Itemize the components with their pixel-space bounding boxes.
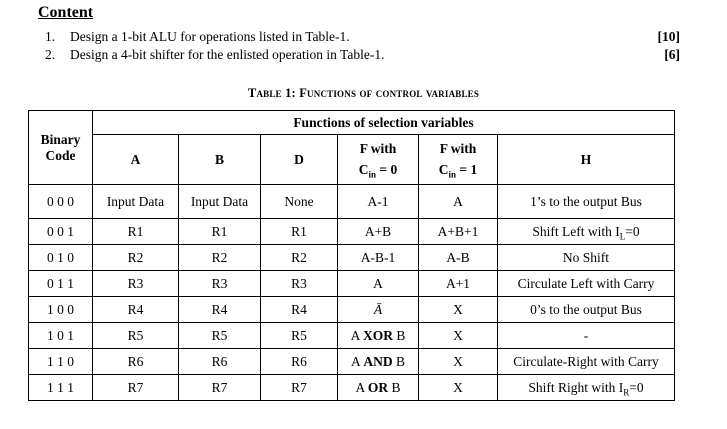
cell-binary-code: 0 1 0 bbox=[28, 244, 93, 271]
cell-f-cin0: A-B-1 bbox=[337, 244, 419, 271]
cell-h: Circulate-Right with Carry bbox=[497, 348, 675, 375]
cell-d: R3 bbox=[260, 270, 338, 297]
cell-b: Input Data bbox=[178, 184, 261, 219]
cell-a: R2 bbox=[92, 244, 179, 271]
cell-binary-code: 1 1 1 bbox=[28, 374, 93, 401]
cell-h: 1’s to the output Bus bbox=[497, 184, 675, 219]
item-marks: [6] bbox=[664, 46, 680, 62]
cell-d: None bbox=[260, 184, 338, 219]
cell-b: R2 bbox=[178, 244, 261, 271]
col-header-h: H bbox=[497, 134, 675, 185]
cell-f-cin0: Ā bbox=[337, 296, 419, 323]
cell-f-cin0: A AND B bbox=[337, 348, 419, 375]
table-row: 0 1 1 R3 R3 R3 A A+1 Circulate Left with… bbox=[28, 270, 675, 297]
cell-binary-code: 1 0 0 bbox=[28, 296, 93, 323]
cell-f-cin1: A+1 bbox=[418, 270, 498, 297]
cell-h: - bbox=[497, 322, 675, 349]
cell-b: R6 bbox=[178, 348, 261, 375]
item-number: 2. bbox=[45, 46, 56, 62]
cell-h: Circulate Left with Carry bbox=[497, 270, 675, 297]
cell-a: R7 bbox=[92, 374, 179, 401]
table-row: 1 1 1 R7 R7 R7 A OR B X Shift Right with… bbox=[28, 374, 675, 401]
cell-b: R4 bbox=[178, 296, 261, 323]
cell-a: R5 bbox=[92, 322, 179, 349]
cell-a: R3 bbox=[92, 270, 179, 297]
cell-f-cin1: X bbox=[418, 322, 498, 349]
cell-b: R3 bbox=[178, 270, 261, 297]
content-heading: Content bbox=[38, 4, 94, 21]
cell-binary-code: 0 0 0 bbox=[28, 184, 93, 219]
col-header-group: Functions of selection variables bbox=[92, 110, 675, 135]
cell-h: Shift Right with IR=0 bbox=[497, 374, 675, 401]
cell-d: R4 bbox=[260, 296, 338, 323]
table-row: 0 0 0 Input Data Input Data None A-1 A 1… bbox=[28, 184, 675, 219]
cell-d: R1 bbox=[260, 218, 338, 245]
cell-f-cin1: A-B bbox=[418, 244, 498, 271]
cell-f-cin0: A XOR B bbox=[337, 322, 419, 349]
table-row: 0 1 0 R2 R2 R2 A-B-1 A-B No Shift bbox=[28, 244, 675, 271]
cell-f-cin1: A+B+1 bbox=[418, 218, 498, 245]
cell-d: R6 bbox=[260, 348, 338, 375]
question-list: 1. Design a 1-bit ALU for operations lis… bbox=[45, 28, 680, 63]
cell-f-cin1: X bbox=[418, 296, 498, 323]
cell-f-cin1: A bbox=[418, 184, 498, 219]
cell-a: R1 bbox=[92, 218, 179, 245]
col-header-b: B bbox=[178, 134, 261, 185]
cell-b: R7 bbox=[178, 374, 261, 401]
cell-d: R2 bbox=[260, 244, 338, 271]
control-variables-table: Binary Code Functions of selection varia… bbox=[28, 110, 675, 401]
table-subheader-row: A B D F with Cin = 0 F with Cin = 1 H bbox=[29, 134, 675, 185]
list-item: 2. Design a 4-bit shifter for the enlist… bbox=[45, 46, 680, 64]
table-caption: Table 1: Functions of control variables bbox=[247, 86, 480, 100]
cell-binary-code: 0 1 1 bbox=[28, 270, 93, 297]
cell-d: R7 bbox=[260, 374, 338, 401]
cell-d: R5 bbox=[260, 322, 338, 349]
cell-f-cin1: X bbox=[418, 374, 498, 401]
cell-a: R6 bbox=[92, 348, 179, 375]
cell-binary-code: 0 0 1 bbox=[28, 218, 93, 245]
col-header-f-cin0: F with Cin = 0 bbox=[337, 134, 419, 185]
cell-binary-code: 1 1 0 bbox=[28, 348, 93, 375]
cell-f-cin0: A-1 bbox=[337, 184, 419, 219]
item-number: 1. bbox=[45, 29, 56, 44]
table-row: 0 0 1 R1 R1 R1 A+B A+B+1 Shift Left with… bbox=[28, 218, 675, 245]
col-header-d: D bbox=[260, 134, 338, 185]
col-header-f-cin1: F with Cin = 1 bbox=[418, 134, 498, 185]
table-header-row: Binary Code Functions of selection varia… bbox=[28, 110, 675, 185]
cell-f-cin1: X bbox=[418, 348, 498, 375]
cell-binary-code: 1 0 1 bbox=[28, 322, 93, 349]
cell-b: R1 bbox=[178, 218, 261, 245]
cell-h: No Shift bbox=[497, 244, 675, 271]
cell-f-cin0: A OR B bbox=[337, 374, 419, 401]
col-header-binary-code: Binary Code bbox=[28, 110, 93, 185]
table-row: 1 1 0 R6 R6 R6 A AND B X Circulate-Right… bbox=[28, 348, 675, 375]
cell-a: Input Data bbox=[92, 184, 179, 219]
cell-h: Shift Left with IL=0 bbox=[497, 218, 675, 245]
col-header-a: A bbox=[92, 134, 179, 185]
f-cin1-line2: Cin = 1 bbox=[438, 162, 478, 180]
f-cin0-line2: Cin = 0 bbox=[358, 162, 398, 180]
cell-b: R5 bbox=[178, 322, 261, 349]
item-marks: [10] bbox=[657, 29, 681, 44]
list-item: 1. Design a 1-bit ALU for operations lis… bbox=[45, 28, 680, 46]
f-cin1-line1: F with bbox=[439, 141, 477, 156]
item-text: Design a 1-bit ALU for operations listed… bbox=[70, 29, 350, 44]
cell-a: R4 bbox=[92, 296, 179, 323]
f-cin0-line1: F with bbox=[359, 141, 397, 156]
cell-f-cin0: A bbox=[337, 270, 419, 297]
cell-h: 0’s to the output Bus bbox=[497, 296, 675, 323]
cell-f-cin0: A+B bbox=[337, 218, 419, 245]
table-row: 1 0 1 R5 R5 R5 A XOR B X - bbox=[28, 322, 675, 349]
item-text: Design a 4-bit shifter for the enlisted … bbox=[70, 46, 385, 62]
table-row: 1 0 0 R4 R4 R4 Ā X 0’s to the output Bus bbox=[28, 296, 675, 323]
